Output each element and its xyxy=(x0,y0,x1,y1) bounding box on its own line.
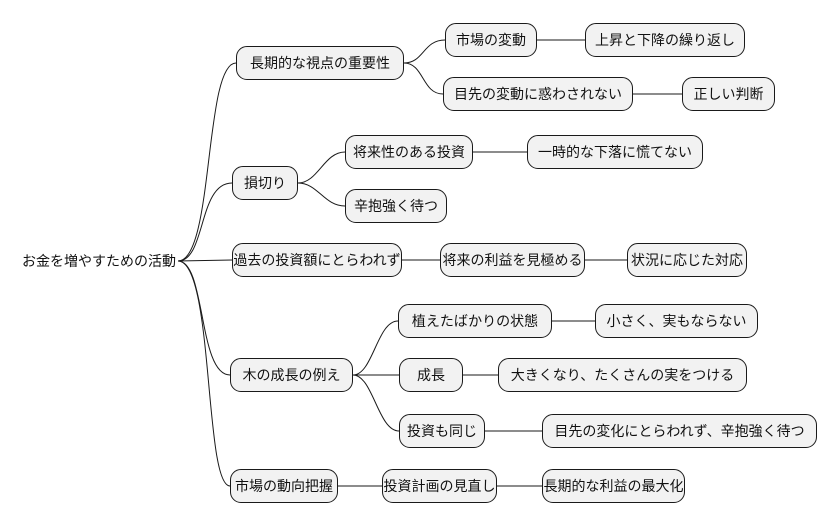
node-situational-response: 状況に応じた対応 xyxy=(627,243,747,277)
node-dont-panic-temporary-drop: 一時的な下落に慌てない xyxy=(527,135,703,169)
connector-root-to-loss-cut xyxy=(177,182,233,262)
node-investment-is-same: 投資も同じ xyxy=(399,414,485,448)
node-wait-patiently: 辛抱強く待つ xyxy=(345,189,447,223)
node-tree-growth-analogy: 木の成長の例え xyxy=(230,358,353,392)
connector-tree-to-just-planted xyxy=(352,320,399,376)
connector-long-term-to-ignore-short-term xyxy=(403,62,444,95)
connector-root-to-past-investment xyxy=(177,259,233,262)
connector-tree-to-investment-same xyxy=(352,374,400,432)
node-root: お金を増やすための活動 xyxy=(22,253,176,269)
node-grows-many-fruits: 大きくなり、たくさんの実をつける xyxy=(498,358,747,392)
node-loss-cut: 損切り xyxy=(232,166,298,200)
node-growth: 成長 xyxy=(399,358,463,392)
node-just-planted-state: 植えたばかりの状態 xyxy=(398,304,552,338)
node-small-no-fruit: 小さく、実もならない xyxy=(595,304,758,338)
node-investment-plan-review: 投資計画の見直し xyxy=(382,469,497,503)
node-assess-future-profit: 将来の利益を見極める xyxy=(440,243,585,277)
node-ignore-short-term-fluctuation: 目先の変動に惑わされない xyxy=(443,77,633,111)
node-maximize-long-term-profit: 長期的な利益の最大化 xyxy=(542,469,685,503)
connector-root-to-market-trend xyxy=(177,260,231,487)
node-wait-ignoring-short-term-changes: 目先の変化にとらわれず、辛抱強く待つ xyxy=(542,414,817,448)
node-ignore-past-investment-amount: 過去の投資額にとらわれず xyxy=(232,243,402,277)
connector-long-term-to-market-fluctuation xyxy=(403,39,446,64)
connector-loss-cut-to-promising xyxy=(297,151,346,184)
node-ups-and-downs-cycle: 上昇と下降の繰り返し xyxy=(585,23,745,57)
node-grasp-market-trend: 市場の動向把握 xyxy=(230,469,338,503)
node-correct-judgment: 正しい判断 xyxy=(682,77,775,111)
connector-root-to-tree-analogy xyxy=(177,260,231,376)
connector-root-to-long-term-view xyxy=(177,62,237,262)
connector-loss-cut-to-wait xyxy=(297,182,346,207)
node-promising-investment: 将来性のある投資 xyxy=(345,135,473,169)
node-market-fluctuation: 市場の変動 xyxy=(445,23,537,57)
node-long-term-view-importance: 長期的な視点の重要性 xyxy=(236,46,404,80)
